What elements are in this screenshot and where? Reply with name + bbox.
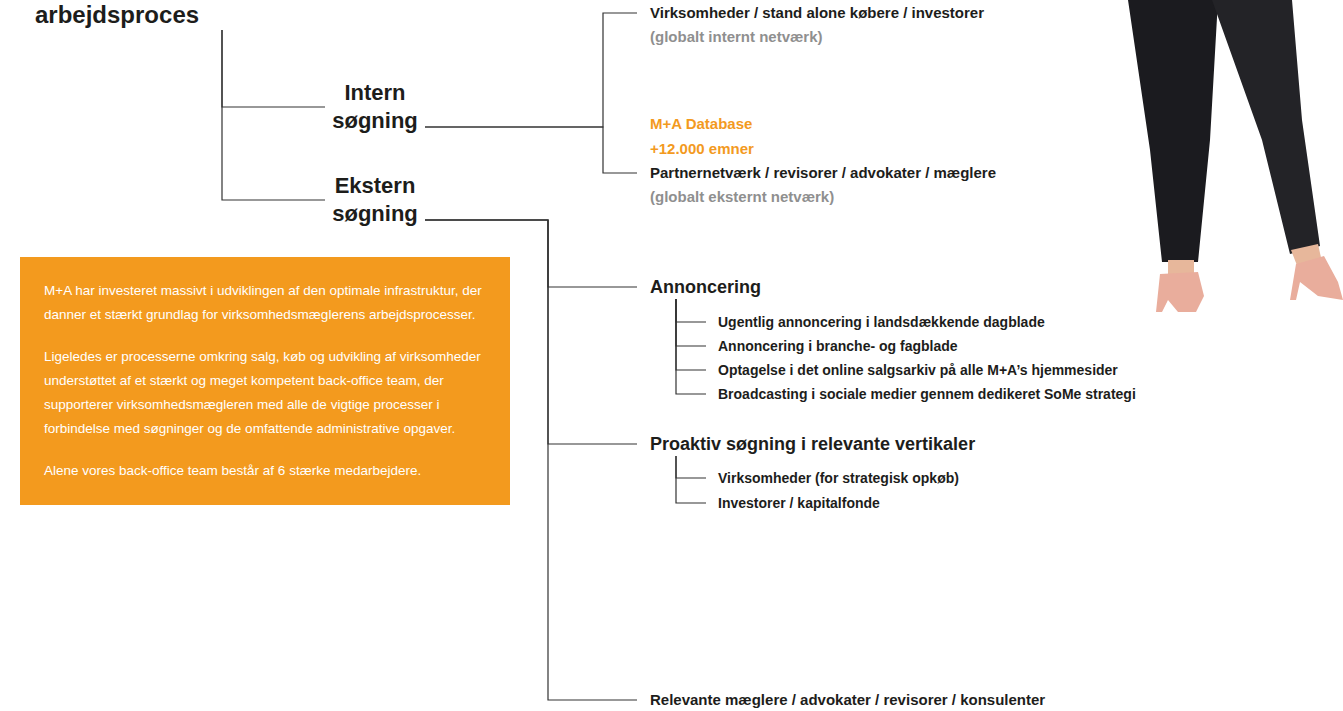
database-callout: M+A Database +12.000 emner [650,111,790,161]
list-item: Broadcasting i sociale medier gennem ded… [706,384,1136,404]
network-note: (globalt internt netværk) [650,25,990,49]
pink-heel-shoe [1156,272,1204,312]
list-item: Annoncering i branche- og fagblade [706,336,958,356]
list-item: Ugentlig annoncering i landsdækkende dag… [706,312,1045,332]
tree-connector [425,127,637,173]
network-item: Virksomheder / stand alone købere / inve… [637,1,990,49]
tree-connector [222,30,325,107]
node-text: Annoncering i branche- og fagblade [718,336,958,356]
node-text: Ekstern søgning [325,172,425,228]
node-text: Optagelse i det online salgsarkiv på all… [718,360,1118,380]
node-text: Intern søgning [325,79,425,135]
tree-connector [676,299,706,346]
node-text: Partnernetværk / revisorer / advokater /… [650,161,1042,185]
node-text: Broadcasting i sociale medier gennem ded… [718,384,1136,404]
trouser-leg [1212,0,1320,254]
node-text: Ugentlig annoncering i landsdækkende dag… [718,312,1045,332]
branch-heading: Intern søgning [325,79,425,135]
node-text: Ligeledes er processerne omkring salg, k… [44,345,486,441]
tree-connector [425,13,637,127]
list-item: Investorer / kapitalfonde [706,493,880,513]
network-note: (globalt eksternt netværk) [650,185,1042,209]
node-text: Annoncering [650,275,761,299]
node-text: Alene vores back-office team består af 6… [44,459,486,483]
node-text: Investorer / kapitalfonde [718,493,880,513]
tree-connector [676,456,706,478]
tree-connector [676,456,706,503]
node-text: Proaktiv søgning i relevante vertikaler [650,432,975,456]
tree-connector [676,299,706,322]
info-panel: M+A har investeret massivt i udviklingen… [20,257,510,505]
network-item: Partnernetværk / revisorer / advokater /… [637,161,1042,209]
tree-connector [676,299,706,394]
node-text: Virksomheder / stand alone købere / inve… [650,1,990,25]
category-heading: Proaktiv søgning i relevante vertikaler [637,432,975,456]
category-heading: Relevante mæglere / advokater / revisore… [637,690,1045,710]
tree-connector [222,30,325,200]
list-item: Virksomheder (for strategisk opkøb) [706,468,959,488]
pink-heel-shoe [1290,256,1343,300]
trouser-leg [1128,0,1218,262]
branch-heading: Ekstern søgning [325,172,425,228]
node-text: Relevante mæglere / advokater / revisore… [650,690,1045,710]
woman-legs [1128,0,1343,312]
tree-connector [676,299,706,370]
diagram-heading: arbejdsproces [35,0,240,30]
node-text: arbejdsproces [35,0,240,30]
category-heading: Annoncering [637,275,761,299]
list-item: Optagelse i det online salgsarkiv på all… [706,360,1118,380]
node-text: Virksomheder (for strategisk opkøb) [718,468,959,488]
node-text: M+A har investeret massivt i udviklingen… [44,279,486,327]
